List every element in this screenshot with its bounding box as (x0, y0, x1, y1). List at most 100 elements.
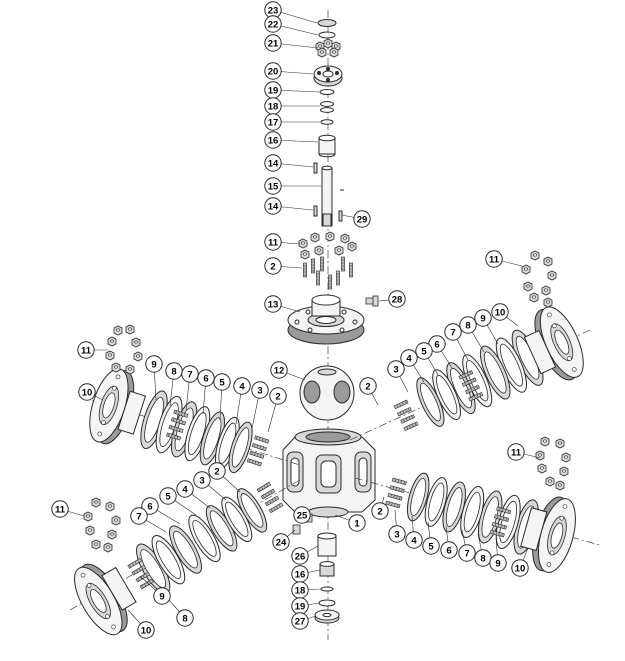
callout-18: 18 (291, 581, 309, 599)
callout-5: 5 (422, 537, 440, 555)
callout-9: 9 (489, 554, 507, 572)
callout-label: 21 (268, 38, 279, 49)
callout-1: 1 (348, 514, 366, 532)
callout-19: 19 (291, 597, 309, 615)
callout-label: 10 (515, 563, 526, 574)
callout-label: 4 (182, 484, 188, 495)
part-29-pin (338, 210, 343, 222)
callout-label: 2 (214, 466, 219, 477)
callout-label: 1 (354, 518, 360, 529)
callout-label: 10 (141, 625, 152, 636)
callout-6: 6 (440, 541, 458, 559)
end-flange (74, 563, 137, 636)
callout-label: 19 (295, 601, 306, 612)
callout-label: 4 (411, 535, 417, 546)
callout-label: 11 (55, 504, 66, 515)
callout-label: 12 (274, 365, 285, 376)
callout-4: 4 (176, 480, 194, 498)
callout-3: 3 (388, 525, 406, 543)
callout-8: 8 (474, 549, 492, 567)
callout-label: 24 (276, 537, 287, 548)
callout-label: 23 (268, 5, 279, 16)
callout-label: 4 (239, 381, 245, 392)
callout-9: 9 (153, 587, 171, 605)
callout-6: 6 (197, 369, 215, 387)
callout-label: 7 (187, 369, 192, 380)
stud-set (385, 477, 407, 509)
callout-5: 5 (159, 487, 177, 505)
callout-label: 15 (268, 181, 279, 192)
callout-9: 9 (474, 309, 492, 327)
run-left (89, 368, 270, 474)
seat-ring (169, 525, 202, 574)
callout-label: 6 (147, 501, 152, 512)
run-bottom-right (385, 472, 576, 573)
callout-label: 6 (203, 373, 208, 384)
callout-2: 2 (269, 387, 287, 405)
seat-ring (151, 535, 186, 585)
callout-7: 7 (444, 323, 462, 341)
callout-label: 3 (199, 475, 204, 486)
callout-4: 4 (405, 531, 423, 549)
callout-19: 19 (264, 81, 282, 99)
seat-ring (479, 345, 511, 400)
seat-ring (446, 362, 476, 415)
seat-ring (442, 481, 466, 533)
callout-label: 19 (268, 85, 279, 96)
callout-18: 18 (264, 97, 282, 115)
run-bottom-left (74, 481, 284, 636)
callout-label: 6 (446, 545, 451, 556)
callout-15: 15 (264, 177, 282, 195)
callout-label: 14 (268, 201, 279, 212)
stem-assembly (313, 10, 344, 640)
bonnet-fasteners (298, 231, 357, 290)
callout-label: 18 (295, 585, 306, 596)
callout-label: 6 (434, 339, 439, 350)
callout-14: 14 (264, 197, 282, 215)
callout-26: 26 (291, 547, 309, 565)
callout-label: 10 (82, 387, 93, 398)
callout-11: 11 (485, 250, 503, 268)
part-15-stem (321, 165, 344, 227)
part-22-washer (318, 31, 336, 39)
seat-ring (188, 514, 221, 563)
callout-7: 7 (458, 544, 476, 562)
callout-label: 10 (495, 307, 506, 318)
callout-label: 17 (268, 117, 279, 128)
seat-ring (236, 488, 268, 533)
nut-cluster-left (105, 324, 143, 375)
callout-label: 16 (268, 135, 279, 146)
callout-label: 22 (268, 19, 279, 30)
callout-10: 10 (491, 303, 509, 321)
pipe-run-assemblies (74, 306, 584, 636)
callout-2: 2 (371, 502, 389, 520)
callout-13: 13 (264, 295, 282, 313)
callout-11: 11 (507, 443, 525, 461)
seat-ring (424, 477, 448, 527)
callout-2: 2 (208, 462, 226, 480)
callout-8: 8 (176, 609, 194, 627)
seat-ring (416, 377, 445, 427)
callout-14: 14 (264, 154, 282, 172)
callout-16: 16 (264, 131, 282, 149)
callout-label: 8 (182, 613, 187, 624)
callout-label: 4 (406, 353, 412, 364)
callout-label: 18 (268, 101, 279, 112)
callout-11: 11 (51, 500, 69, 518)
callout-label: 7 (136, 511, 141, 522)
callout-29: 29 (353, 210, 371, 228)
callout-10: 10 (137, 621, 155, 639)
callout-8: 8 (459, 316, 477, 334)
seat-ring (205, 505, 238, 552)
callout-label: 3 (393, 364, 398, 375)
part-18-ring-b (320, 107, 334, 113)
callout-label: 11 (511, 447, 522, 458)
nut-cluster-top-right (521, 250, 557, 308)
seat-ring (228, 421, 253, 474)
callout-label: 26 (295, 551, 306, 562)
callout-11: 11 (77, 341, 95, 359)
callout-2: 2 (264, 257, 282, 275)
callout-23: 23 (264, 1, 282, 19)
part-14-keys (313, 162, 318, 217)
